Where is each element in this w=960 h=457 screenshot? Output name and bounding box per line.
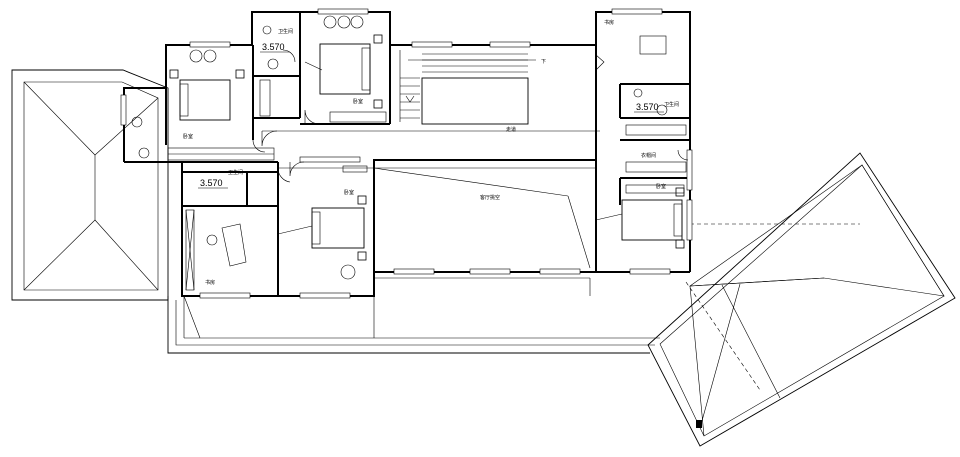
- label-stair-down: 下: [541, 59, 546, 65]
- living-void-lines: [277, 61, 623, 269]
- label-bath-center: 卫生间: [228, 169, 243, 176]
- label-bedroom-left: 卧室: [183, 133, 193, 140]
- label-bedroom-center: 卧室: [344, 189, 354, 196]
- bottom-roof-terrace: [167, 277, 660, 354]
- wardrobes: [167, 79, 687, 291]
- doors: [252, 49, 689, 183]
- level-marker-bath-top: 3.570: [260, 42, 290, 53]
- beds: [169, 34, 685, 261]
- label-bedroom-top: 卧室: [353, 98, 363, 105]
- level-marker-bath-center: 3.570: [198, 178, 228, 189]
- label-closet: 衣帽间: [641, 152, 656, 159]
- windows: [120, 8, 693, 299]
- label-bath-right: 卫生间: [664, 101, 679, 108]
- level-text-bath-right: 3.570: [636, 102, 659, 112]
- right-roof: [647, 152, 956, 447]
- level-marker-bath-right: 3.570: [634, 102, 664, 113]
- label-study-right: 书房: [604, 19, 614, 26]
- staircase: [399, 50, 536, 122]
- level-text-bath-top: 3.570: [262, 42, 285, 52]
- label-study-left: 书房: [205, 279, 215, 286]
- label-bedroom-right: 卧室: [656, 183, 666, 190]
- label-bath-top: 卫生间: [278, 28, 293, 35]
- fixtures: [131, 15, 668, 280]
- left-roof: [11, 69, 169, 301]
- level-text-bath-center: 3.570: [200, 178, 223, 188]
- label-corridor: 走道: [506, 126, 516, 133]
- label-living-void: 客厅挑空: [480, 194, 500, 201]
